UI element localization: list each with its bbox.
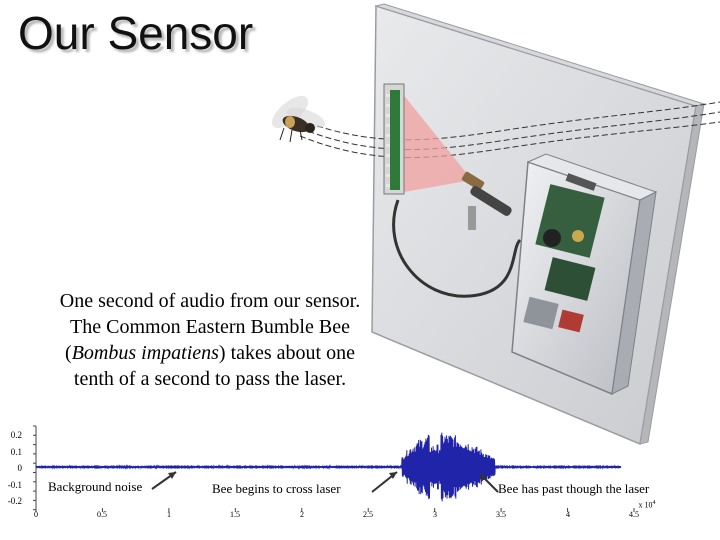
y-tick-label: -0.2 bbox=[7, 496, 22, 506]
laser-beam bbox=[398, 88, 472, 192]
x-tick-label: 4.5 bbox=[629, 510, 639, 519]
x-tick-label: 2.5 bbox=[363, 510, 373, 519]
y-tick-label: 0.1 bbox=[10, 447, 22, 457]
flight-path bbox=[299, 101, 720, 158]
x-tick-label: 3.5 bbox=[496, 510, 506, 519]
y-tick-label: -0.1 bbox=[7, 480, 22, 490]
slide-title: Our Sensor bbox=[18, 7, 254, 59]
x-tick-label: 1.5 bbox=[230, 510, 240, 519]
bumble-bee bbox=[271, 95, 325, 143]
caption-line-2: The Common Eastern Bumble Bee bbox=[70, 316, 350, 338]
cable bbox=[392, 199, 522, 298]
waveform-series bbox=[35, 432, 622, 502]
y-tick-label: 0.2 bbox=[10, 430, 22, 440]
caption-line-4: tenth of a second to pass the laser. bbox=[73, 368, 347, 390]
caption-line-3: (Bombus impatiens) takes about one bbox=[65, 342, 355, 364]
waveform-line bbox=[35, 432, 622, 502]
x-tick-label: 0.5 bbox=[97, 510, 107, 519]
species-name: Bombus impatiens bbox=[71, 342, 219, 364]
arrowhead-background-noise bbox=[168, 472, 176, 479]
photodiode-strip bbox=[383, 83, 405, 195]
audio-waveform-chart bbox=[33, 425, 635, 512]
y-tick-label: 0 bbox=[17, 463, 23, 473]
caption: One second of audio from our sensor. The… bbox=[20, 288, 400, 392]
arrowhead-bee-past bbox=[480, 474, 487, 482]
label-background-noise: Background noise bbox=[48, 479, 143, 494]
caption-line-1: One second of audio from our sensor. bbox=[59, 290, 361, 312]
arrowhead-bee-begins bbox=[389, 472, 397, 479]
waveform-axes bbox=[33, 425, 635, 512]
x-tick-label: 1 bbox=[167, 510, 171, 519]
sensor-illustration bbox=[271, 3, 720, 446]
label-bee-past: Bee has past though the laser bbox=[498, 481, 650, 496]
x-tick-label: 4 bbox=[566, 510, 570, 519]
x-tick-label: 2 bbox=[300, 510, 304, 519]
electronics-box bbox=[511, 153, 658, 396]
caption-line-3-rest: ) takes about one bbox=[218, 342, 355, 364]
x-tick-label: 3 bbox=[433, 510, 437, 519]
annotation-arrows bbox=[151, 471, 499, 493]
label-bee-begins: Bee begins to cross laser bbox=[212, 481, 341, 496]
x-tick-label: 0 bbox=[34, 510, 38, 519]
x-axis-multiplier: x 104 bbox=[638, 500, 656, 510]
laser-module bbox=[461, 171, 512, 230]
